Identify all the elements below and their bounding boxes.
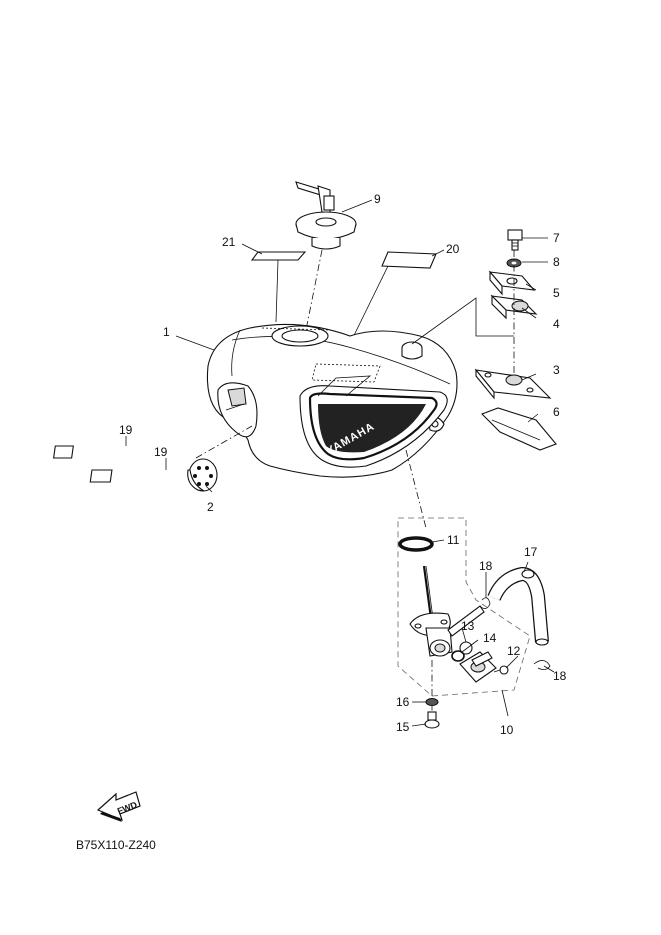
screw-part-15[interactable]	[424, 711, 440, 729]
callout-2: 2	[207, 500, 214, 514]
callout-12: 12	[507, 644, 521, 658]
damper-plate-part-6[interactable]	[481, 407, 557, 451]
callout-7: 7	[553, 231, 560, 245]
callout-13: 13	[461, 619, 475, 633]
clip-part-18-upper[interactable]	[479, 597, 491, 609]
callout-18-upper: 18	[479, 559, 493, 573]
callout-18-right: 18	[553, 669, 567, 683]
callout-19-lower: 19	[154, 445, 168, 459]
label-part-21[interactable]	[250, 251, 307, 261]
diagram-code: B75X110-Z240	[76, 838, 156, 852]
fwd-arrow-icon: FWD	[96, 791, 141, 822]
callout-20: 20	[446, 242, 460, 256]
bracket-part-3[interactable]	[474, 368, 552, 400]
callout-19-upper: 19	[119, 423, 133, 437]
fuel-cap-part-9[interactable]	[295, 181, 357, 250]
callout-16: 16	[396, 695, 410, 709]
callout-14: 14	[483, 631, 497, 645]
callout-21: 21	[222, 235, 236, 249]
callout-15: 15	[396, 720, 410, 734]
leader-lines	[125, 199, 555, 727]
callout-10: 10	[500, 723, 514, 737]
callout-11: 11	[447, 533, 460, 547]
callout-8: 8	[553, 255, 560, 269]
washer-part-16[interactable]	[425, 698, 439, 706]
callout-5: 5	[553, 286, 560, 300]
bracket-part-5[interactable]	[488, 270, 536, 296]
callout-3: 3	[553, 363, 560, 377]
label-part-20[interactable]	[381, 251, 437, 269]
callout-6: 6	[553, 405, 560, 419]
gasket-part-11[interactable]	[398, 536, 434, 552]
fuel-cock-body[interactable]	[409, 565, 485, 657]
callout-9: 9	[374, 192, 381, 206]
clip-part-18-right[interactable]	[533, 660, 551, 670]
fuel-tank-part-1[interactable]: YAMAHA	[206, 323, 458, 478]
callout-4: 4	[553, 317, 560, 331]
bolt-part-7[interactable]	[507, 229, 523, 251]
callout-17: 17	[524, 545, 538, 559]
label-part-19-upper[interactable]	[53, 445, 74, 459]
screw-part-12[interactable]	[493, 665, 509, 675]
lever-plate[interactable]	[459, 651, 497, 683]
label-part-19-lower[interactable]	[89, 469, 113, 483]
callout-1: 1	[163, 325, 170, 339]
o-ring-part-14[interactable]	[451, 650, 465, 662]
damper-part-2[interactable]	[187, 458, 218, 492]
